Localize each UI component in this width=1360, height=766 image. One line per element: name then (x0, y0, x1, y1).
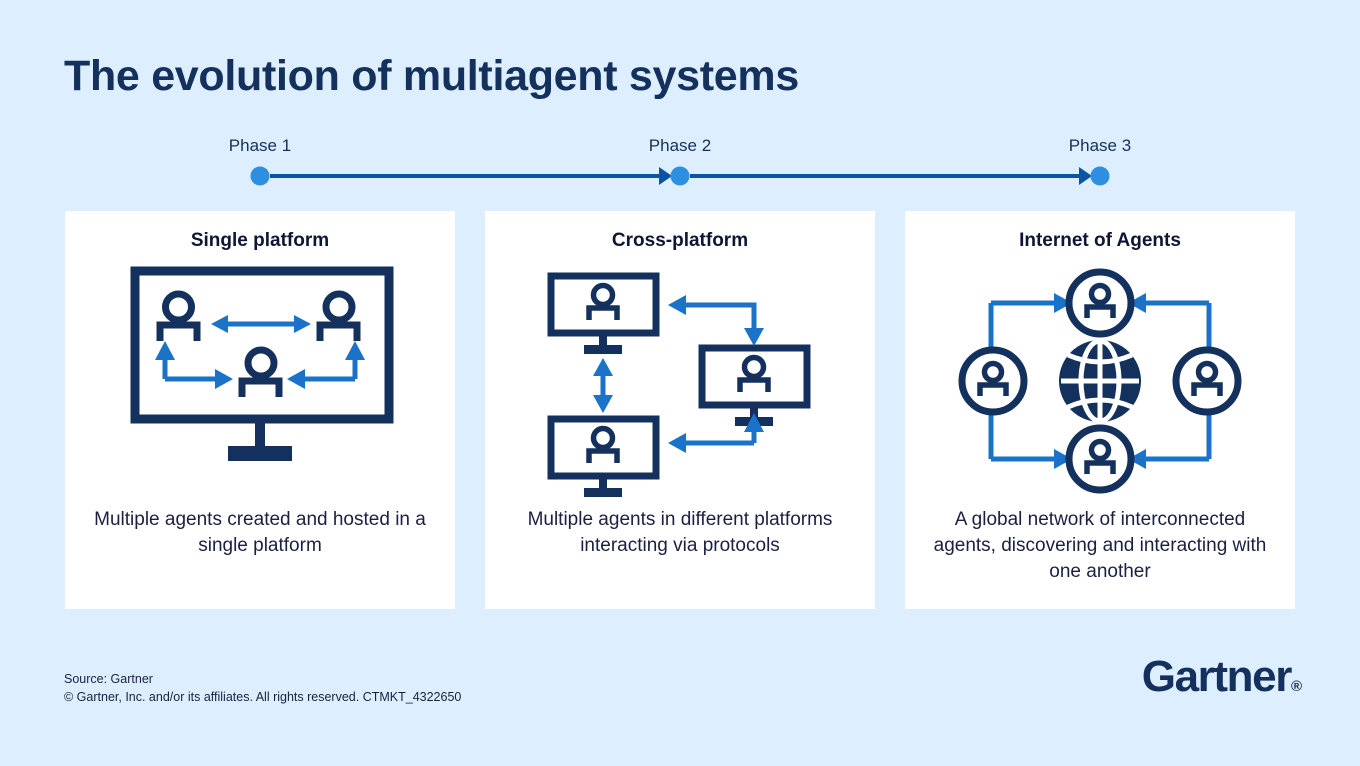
card-single-platform[interactable]: Single platform (65, 211, 455, 609)
monitor-icon-bottom-left (547, 415, 660, 497)
page-title: The evolution of multiagent systems (64, 52, 799, 100)
gartner-logo-text: Gartner (1141, 652, 1293, 701)
timeline-arrowhead-1 (659, 167, 672, 185)
arrow-bidirectional-vertical (593, 358, 613, 413)
arrow-elbow-right (287, 341, 365, 389)
agent-circle-icon-right (1172, 346, 1242, 416)
agent-icon-top-right (316, 290, 361, 341)
card-internet-of-agents[interactable]: Internet of Agents (905, 211, 1295, 609)
internet-of-agents-diagram (958, 268, 1242, 494)
arrow-elbow-bottom-right (668, 413, 764, 453)
phase-dot-2[interactable] (670, 166, 690, 186)
footer-source-block: Source: Gartner © Gartner, Inc. and/or i… (64, 670, 461, 706)
agent-circle-icon-top (1065, 268, 1135, 338)
monitor-icon-top-left (547, 272, 660, 354)
footer-source-line: Source: Gartner (64, 672, 153, 686)
card-title-2: Cross-platform (611, 230, 749, 251)
phase-dot-3[interactable] (1090, 166, 1110, 186)
registered-mark-icon: ® (1290, 678, 1302, 695)
card-caption-1: Multiple agents created and hosted in a … (94, 509, 426, 556)
arrow-bidirectional-top (211, 315, 311, 333)
monitor-stand-neck (255, 423, 265, 449)
single-platform-diagram (130, 266, 394, 461)
timeline-segment-2 (690, 174, 1079, 178)
agent-circle-icon-left (958, 346, 1028, 416)
agent-icon-center (238, 346, 283, 397)
phase-timeline: Phase 1 Phase 2 Phase 3 (64, 136, 1296, 200)
phase-label-1: Phase 1 (228, 136, 292, 155)
phase-label-2: Phase 2 (648, 136, 712, 155)
footer-copyright-line: © Gartner, Inc. and/or its affiliates. A… (64, 690, 462, 704)
agent-icon-top-left (156, 290, 201, 341)
agent-circle-icon-bottom (1065, 424, 1135, 494)
cross-platform-diagram (547, 272, 811, 497)
figure-internet-of-agents (905, 263, 1295, 498)
card-cross-platform[interactable]: Cross-platform (485, 211, 875, 609)
arrow-elbow-left (155, 341, 233, 389)
figure-single-platform (65, 263, 455, 498)
globe-icon (1059, 338, 1141, 424)
card-caption-2: Multiple agents in different platforms i… (527, 509, 833, 556)
gartner-logo: Gartner® (1142, 655, 1302, 699)
phase-label-3: Phase 3 (1068, 136, 1132, 155)
timeline-arrowhead-2 (1079, 167, 1092, 185)
timeline-segment-1 (270, 174, 659, 178)
arrow-elbow-top-right (668, 295, 764, 346)
card-title-3: Internet of Agents (1019, 230, 1181, 251)
card-caption-3: A global network of interconnected agent… (933, 509, 1267, 582)
figure-cross-platform (485, 263, 875, 498)
monitor-stand-base (228, 446, 292, 461)
monitor-icon-right (698, 344, 811, 426)
card-title-1: Single platform (190, 230, 330, 251)
phase-dot-1[interactable] (250, 166, 270, 186)
